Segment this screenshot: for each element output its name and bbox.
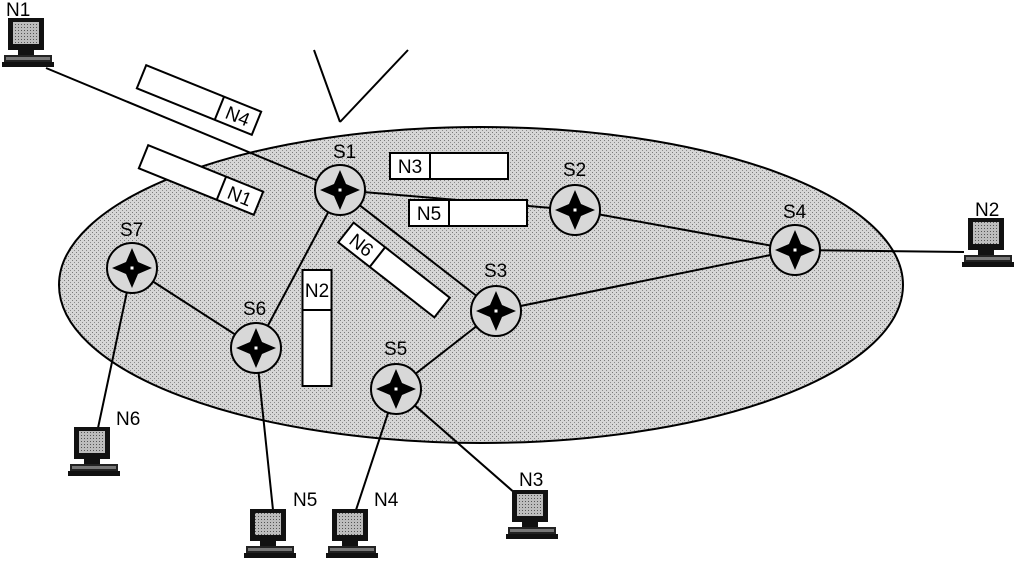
node-n5: N5 [244, 490, 317, 558]
packet-body [389, 152, 509, 180]
node-n2: N2 [962, 200, 1014, 267]
node-label: N6 [116, 409, 140, 430]
node-n3: N3 [506, 470, 558, 539]
switch-center-dot [394, 387, 398, 391]
computer-icon [2, 18, 54, 67]
packet-n4: N4 [135, 63, 263, 137]
switch-center-dot [573, 208, 577, 212]
node-label: N3 [519, 470, 543, 491]
packet-body [135, 63, 263, 137]
switch-s4: S4 [769, 202, 821, 276]
switch-label: S4 [783, 202, 807, 223]
packet-body [301, 269, 333, 387]
switch-label: S2 [563, 160, 586, 181]
packet-header-divider [368, 246, 386, 268]
link-s4-n2 [794, 249, 965, 253]
node-n4: N4 [326, 490, 399, 558]
node-label: N1 [6, 0, 30, 21]
packet-destination-label: N3 [398, 157, 422, 178]
packet-n2: N2 [301, 269, 333, 387]
switch-center-dot [130, 266, 134, 270]
switch-s5: S5 [370, 339, 422, 415]
packet-destination-label: N5 [417, 204, 441, 225]
packet-body [408, 199, 528, 227]
packet-n3: N3 [389, 152, 509, 180]
link-s6-n5 [255, 347, 274, 511]
link-s1-s6 [255, 189, 341, 349]
packet-n5: N5 [408, 199, 528, 227]
packet-header-divider [213, 96, 226, 121]
computer-icon [962, 218, 1014, 267]
node-label: N5 [293, 490, 317, 511]
node-label: N2 [975, 200, 999, 221]
link-s1-s3 [339, 189, 497, 312]
antenna-lines [313, 49, 409, 123]
switch-s6: S6 [230, 299, 282, 374]
computer-icon [244, 509, 296, 558]
switch-label: S3 [484, 261, 507, 282]
link-s2-s4 [574, 209, 796, 251]
link-n1-s1 [45, 67, 341, 191]
switch-center-dot [793, 248, 797, 252]
switch-label: S6 [243, 299, 266, 320]
switch-s1: S1 [314, 142, 366, 216]
packet-body [336, 221, 452, 319]
switch-label: S1 [333, 142, 356, 163]
switch-center-dot [338, 188, 342, 192]
computer-icon [506, 490, 558, 539]
packet-destination-label: N2 [305, 281, 329, 302]
switch-center-dot [254, 346, 258, 350]
node-n1: N1 [2, 0, 54, 67]
node-label: N4 [374, 490, 399, 511]
link-s5-n3 [395, 388, 517, 495]
switch-center-dot [494, 309, 498, 313]
switch-s3: S3 [470, 261, 522, 337]
link-s3-s4 [495, 249, 796, 312]
packet-body [137, 143, 265, 217]
node-n6: N6 [68, 409, 140, 476]
computer-icon [326, 509, 378, 558]
link-s7-n6 [97, 267, 133, 429]
switch-label: S5 [384, 339, 407, 360]
switch-s2: S2 [549, 160, 601, 236]
switch-s7: S7 [106, 220, 158, 294]
computer-icon [68, 427, 120, 476]
packet-header-divider [215, 176, 228, 201]
switch-label: S7 [120, 220, 143, 241]
